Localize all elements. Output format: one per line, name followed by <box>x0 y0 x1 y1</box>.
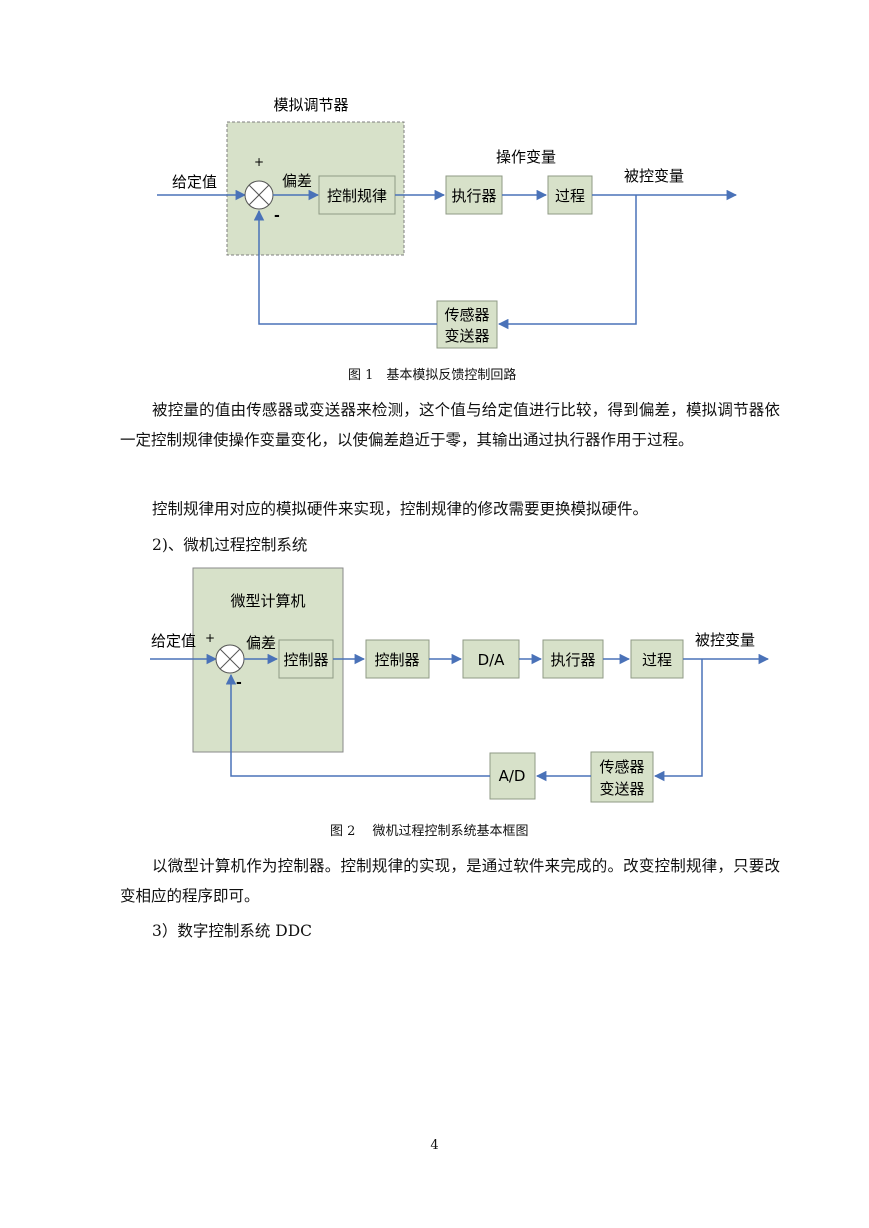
summing-junction <box>244 180 274 210</box>
paragraph-1: 被控量的值由传感器或变送器来检测，这个值与给定值进行比较，得到偏差，模拟调节器依… <box>120 401 780 449</box>
da-converter-label: D/A <box>478 651 506 669</box>
feedback-to-sensor-arrow-2 <box>653 659 703 782</box>
setpoint-label-2: 给定值 <box>151 632 196 650</box>
da-converter-block <box>462 639 520 679</box>
feedback-to-sensor-arrow <box>497 195 637 330</box>
actuator-label-2: 执行器 <box>550 651 595 669</box>
actuator-label: 执行器 <box>451 187 496 205</box>
inner-controller-label: 控制器 <box>283 651 328 669</box>
figure-1: 模拟调节器 给定值 + - 偏差 控制规律 执行器 操作变量 过程 被控变量 <box>157 96 738 349</box>
feedback-to-junction-arrow-2 <box>225 673 490 777</box>
microcomputer-title: 微型计算机 <box>230 592 305 610</box>
control-law-label: 控制规律 <box>327 187 387 205</box>
actuator-block <box>445 175 503 215</box>
section-heading-3: 3）数字控制系统 DDC <box>152 922 313 940</box>
controller-label: 控制器 <box>374 651 419 669</box>
feedback-to-junction-arrow <box>253 209 437 325</box>
figure-1-caption: 图 1 基本模拟反馈控制回路 <box>348 368 517 383</box>
setpoint-label: 给定值 <box>172 173 217 191</box>
minus-sign: - <box>274 208 280 224</box>
section-heading-2: 2)、微机过程控制系统 <box>152 536 308 554</box>
ad-converter-block <box>489 752 536 800</box>
error-label-2: 偏差 <box>246 634 276 652</box>
process-label-2: 过程 <box>642 651 672 669</box>
paragraph-3: 以微型计算机作为控制器。控制规律的实现，是通过软件来完成的。改变控制规律，只要改… <box>120 857 780 905</box>
process-block-2 <box>630 639 684 679</box>
sensor-transmitter-block-2 <box>590 751 654 803</box>
minus-sign-2: - <box>236 675 242 691</box>
controlled-variable-label: 被控变量 <box>624 167 684 185</box>
sensor-label-2-line1: 传感器 <box>599 758 644 776</box>
analog-controller-title: 模拟调节器 <box>273 96 348 114</box>
plus-sign: + <box>254 155 264 169</box>
paragraph-2: 控制规律用对应的模拟硬件来实现，控制规律的修改需要更换模拟硬件。 <box>152 500 649 518</box>
sensor-label-2-line2: 变送器 <box>599 780 644 798</box>
controlled-variable-label-2: 被控变量 <box>695 631 755 649</box>
figure-2-caption: 图 2 微机过程控制系统基本框图 <box>330 824 529 839</box>
figure-2: 微型计算机 给定值 + - 偏差 控制器 控制器 D/A 执行器 <box>150 567 770 803</box>
plus-sign-2: + <box>205 631 215 645</box>
process-label: 过程 <box>555 187 585 205</box>
inner-controller-block <box>278 639 334 679</box>
sensor-label-line1: 传感器 <box>444 306 489 324</box>
error-label: 偏差 <box>282 172 312 190</box>
summing-junction-2 <box>215 644 245 674</box>
process-block <box>547 175 593 215</box>
page-number: 4 <box>430 1138 439 1153</box>
sensor-label-line2: 变送器 <box>444 327 489 345</box>
ad-converter-label: A/D <box>499 767 526 785</box>
manipulated-variable-label: 操作变量 <box>496 148 556 166</box>
controller-block <box>365 639 430 679</box>
